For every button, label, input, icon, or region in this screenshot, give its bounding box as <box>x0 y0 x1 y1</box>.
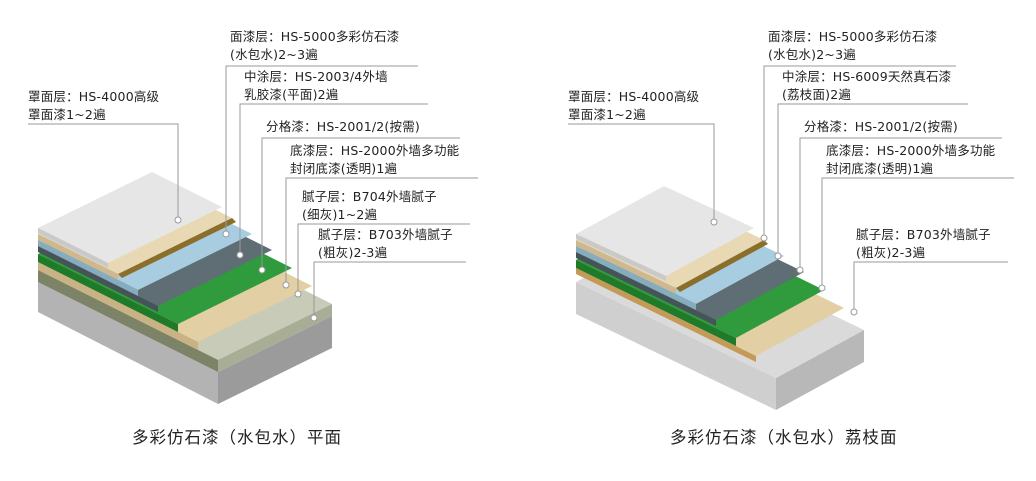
layer-clearcoat <box>38 172 222 263</box>
layer-grid-stripe <box>676 240 768 292</box>
label-midcoat: 中涂层：HS-6009天然真石漆(荔枝面)2遍 <box>782 69 952 102</box>
layer-stack-flat <box>28 65 478 404</box>
base-side <box>218 316 332 404</box>
base-front <box>38 282 218 404</box>
label-putty-coarse: 腻子层：B703外墙腻子(粗灰)2-3遍 <box>856 227 991 260</box>
label-primer: 底漆层：HS-2000外墙多功能封闭底漆(透明)1遍 <box>290 143 460 176</box>
label-putty-fine: 腻子层：B704外墙腻子(细灰)1~2遍 <box>302 189 437 222</box>
layer-clearcoat <box>576 186 754 276</box>
label-primer: 底漆层：HS-2000外墙多功能封闭底漆(透明)1遍 <box>826 143 996 176</box>
diagram-lychee: 面漆层：HS-5000多彩仿石漆(水包水)2~3遍 中涂层：HS-6009天然真… <box>518 0 1036 481</box>
label-putty-coarse: 腻子层：B703外墙腻子(粗灰)2-3遍 <box>318 227 453 260</box>
label-topcoat: 面漆层：HS-5000多彩仿石漆(水包水)2~3遍 <box>768 29 938 62</box>
diagram-flat: 面漆层：HS-5000多彩仿石漆(水包水)2~3遍 中涂层：HS-2003/4外… <box>28 29 478 447</box>
base-front <box>576 282 776 410</box>
label-grid: 分格漆：HS-2001/2(按需) <box>266 119 420 134</box>
label-clearcoat: 罩面层：HS-4000高级罩面漆1~2遍 <box>568 89 700 122</box>
label-midcoat: 中涂层：HS-2003/4外墙乳胶漆(平面)2遍 <box>244 69 388 102</box>
label-clearcoat: 罩面层：HS-4000高级罩面漆1~2遍 <box>28 89 160 122</box>
label-topcoat: 面漆层：HS-5000多彩仿石漆(水包水)2~3遍 <box>230 29 400 62</box>
caption-lychee: 多彩仿石漆（水包水）荔枝面 <box>670 428 898 447</box>
layer-stack-lychee <box>568 65 1014 410</box>
label-grid: 分格漆：HS-2001/2(按需) <box>804 119 958 134</box>
caption-flat: 多彩仿石漆（水包水）平面 <box>132 428 342 447</box>
layer-grid-stripe <box>118 218 236 278</box>
base-side <box>776 330 864 410</box>
